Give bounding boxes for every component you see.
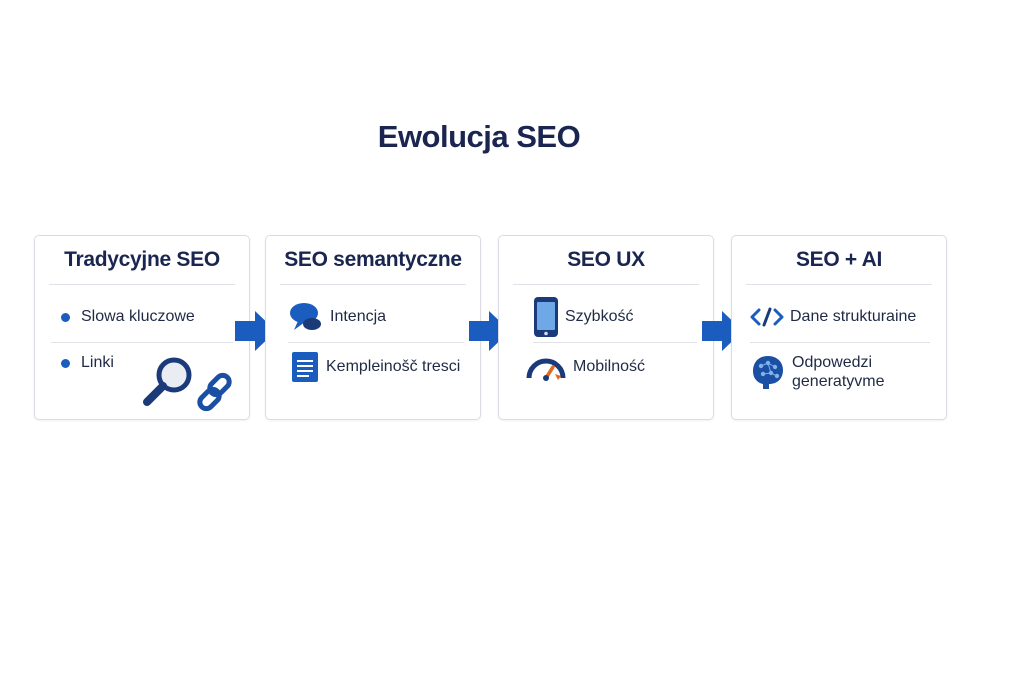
card-heading: Tradycyjne SEO (49, 236, 235, 285)
card-semantic-seo: SEO semantyczne Intencja Kempleinošč tre… (265, 235, 481, 420)
list-item: Slowa kluczowe (51, 292, 233, 343)
bullet-icon (61, 358, 70, 368)
brain-icon (753, 356, 783, 389)
list-item-label-line2: generatyvme (792, 373, 885, 390)
document-icon (292, 352, 318, 382)
card-ai-seo: SEO + AI Dane strukturaine Odpowedzi gen… (731, 235, 947, 420)
list-item: Szybkość (533, 292, 697, 343)
list-item-label: Odpowedzi generatyvme (792, 353, 885, 391)
arrow-right-icon (235, 311, 276, 351)
card-heading: SEO semantyczne (280, 236, 466, 285)
list-item-label: Intencja (330, 308, 387, 325)
speedometer-icon (526, 358, 566, 381)
card-heading: SEO + AI (746, 236, 932, 285)
diagram-title: Ewolucja SEO (377, 119, 581, 154)
card-ux-seo: SEO UX Szybkość Mobilność (498, 235, 714, 420)
list-item-label: Linki (81, 354, 114, 371)
list-item: Linki (51, 348, 233, 378)
card-heading: SEO UX (513, 236, 699, 285)
code-icon (750, 307, 784, 327)
link-icon (197, 372, 232, 412)
list-item: Kempleinošč tresci (290, 348, 464, 386)
list-item: Intencja (288, 292, 464, 343)
list-item-label: Slowa kluczowe (81, 308, 195, 325)
arrow-right-icon (469, 311, 510, 351)
list-item-label: Dane strukturaine (790, 308, 917, 325)
list-item-label: Mobilność (573, 358, 646, 375)
card-traditional-seo: Tradycyjne SEO Slowa kluczowe Linki (34, 235, 250, 420)
list-item-label: Szybkość (565, 308, 634, 325)
list-item-label: Kempleinošč tresci (326, 358, 461, 375)
list-item: Dane strukturaine (750, 292, 930, 343)
smartphone-icon (534, 297, 558, 337)
list-item: Mobilność (525, 348, 697, 386)
speech-bubbles-icon (290, 303, 321, 330)
list-item: Odpowedzi generatyvme (750, 348, 930, 396)
list-item-label-line1: Odpowedzi (792, 354, 873, 371)
arrow-right-icon (702, 311, 743, 351)
magnifier-icon (143, 357, 192, 406)
bullet-icon (61, 312, 70, 322)
